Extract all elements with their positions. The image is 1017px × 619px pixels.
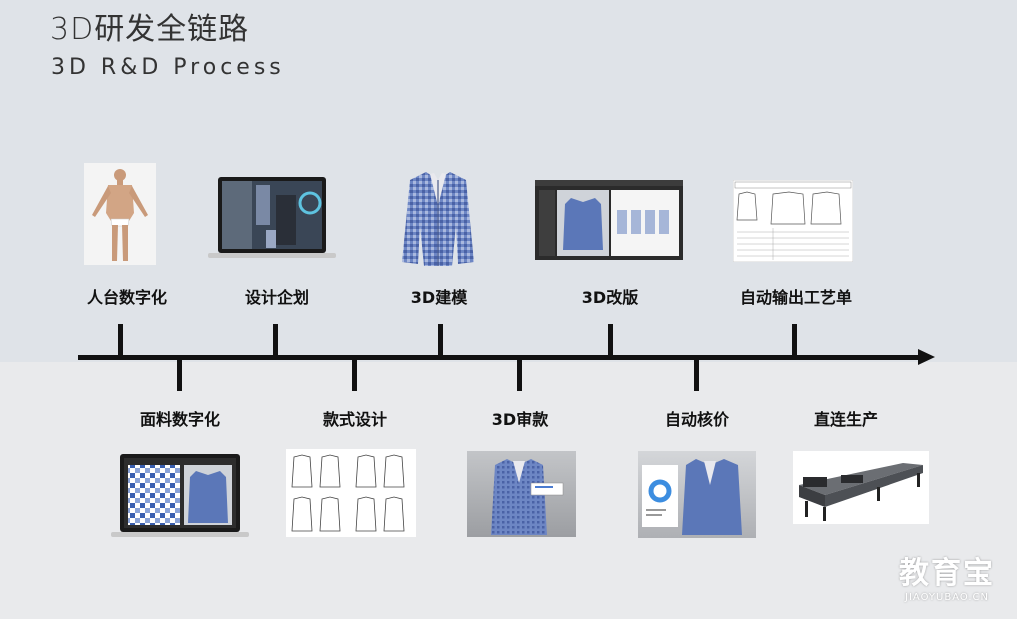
step-label-mannequin-digitization: 人台数字化 (86, 288, 168, 307)
tech-sheet-image (733, 180, 853, 262)
laptop-fabric-image (111, 454, 249, 537)
watermark-sub-text: JIAOYUBAO.CN (905, 592, 989, 603)
cutting-machine-image (793, 451, 929, 524)
tick-auto-pricing (694, 358, 699, 391)
step-label-design-planning: 设计企划 (244, 288, 310, 307)
tick-style-design (352, 358, 357, 391)
watermark-main-text: 教育宝 (899, 556, 995, 591)
step-label-direct-production: 直连生产 (813, 410, 879, 429)
tick-3d-review (517, 358, 522, 391)
software-screenshot-image (535, 180, 683, 260)
jacket-3d-image (402, 172, 474, 266)
watermark-logo: 教育宝 JIAOYUBAO.CN (899, 548, 995, 603)
tick-mannequin-digitization (118, 324, 123, 357)
step-label-3d-revision: 3D改版 (581, 288, 639, 307)
step-label-auto-pricing: 自动核价 (664, 410, 730, 429)
laptop-design-image (208, 177, 336, 258)
pricing-screen-image (638, 451, 756, 538)
step-label-3d-review: 3D审款 (491, 410, 549, 429)
step-label-fabric-digitization: 面料数字化 (139, 410, 221, 429)
tick-tech-sheet-output (792, 324, 797, 357)
page-title: 3D研发全链路 (50, 12, 250, 47)
tick-3d-revision (608, 324, 613, 357)
timeline-axis (78, 355, 920, 360)
step-label-tech-sheet-output: 自动输出工艺单 (739, 288, 853, 307)
tick-3d-modeling (438, 324, 443, 357)
jacket-review-image (467, 451, 576, 537)
tick-fabric-digitization (177, 358, 182, 391)
step-label-style-design: 款式设计 (322, 410, 388, 429)
mannequin-image (84, 163, 156, 265)
sketch-sheet-image (286, 449, 416, 537)
tick-design-planning (273, 324, 278, 357)
step-label-3d-modeling: 3D建模 (410, 288, 468, 307)
page-subtitle: 3D R&D Process (51, 55, 285, 80)
timeline-arrow-icon (918, 349, 935, 365)
